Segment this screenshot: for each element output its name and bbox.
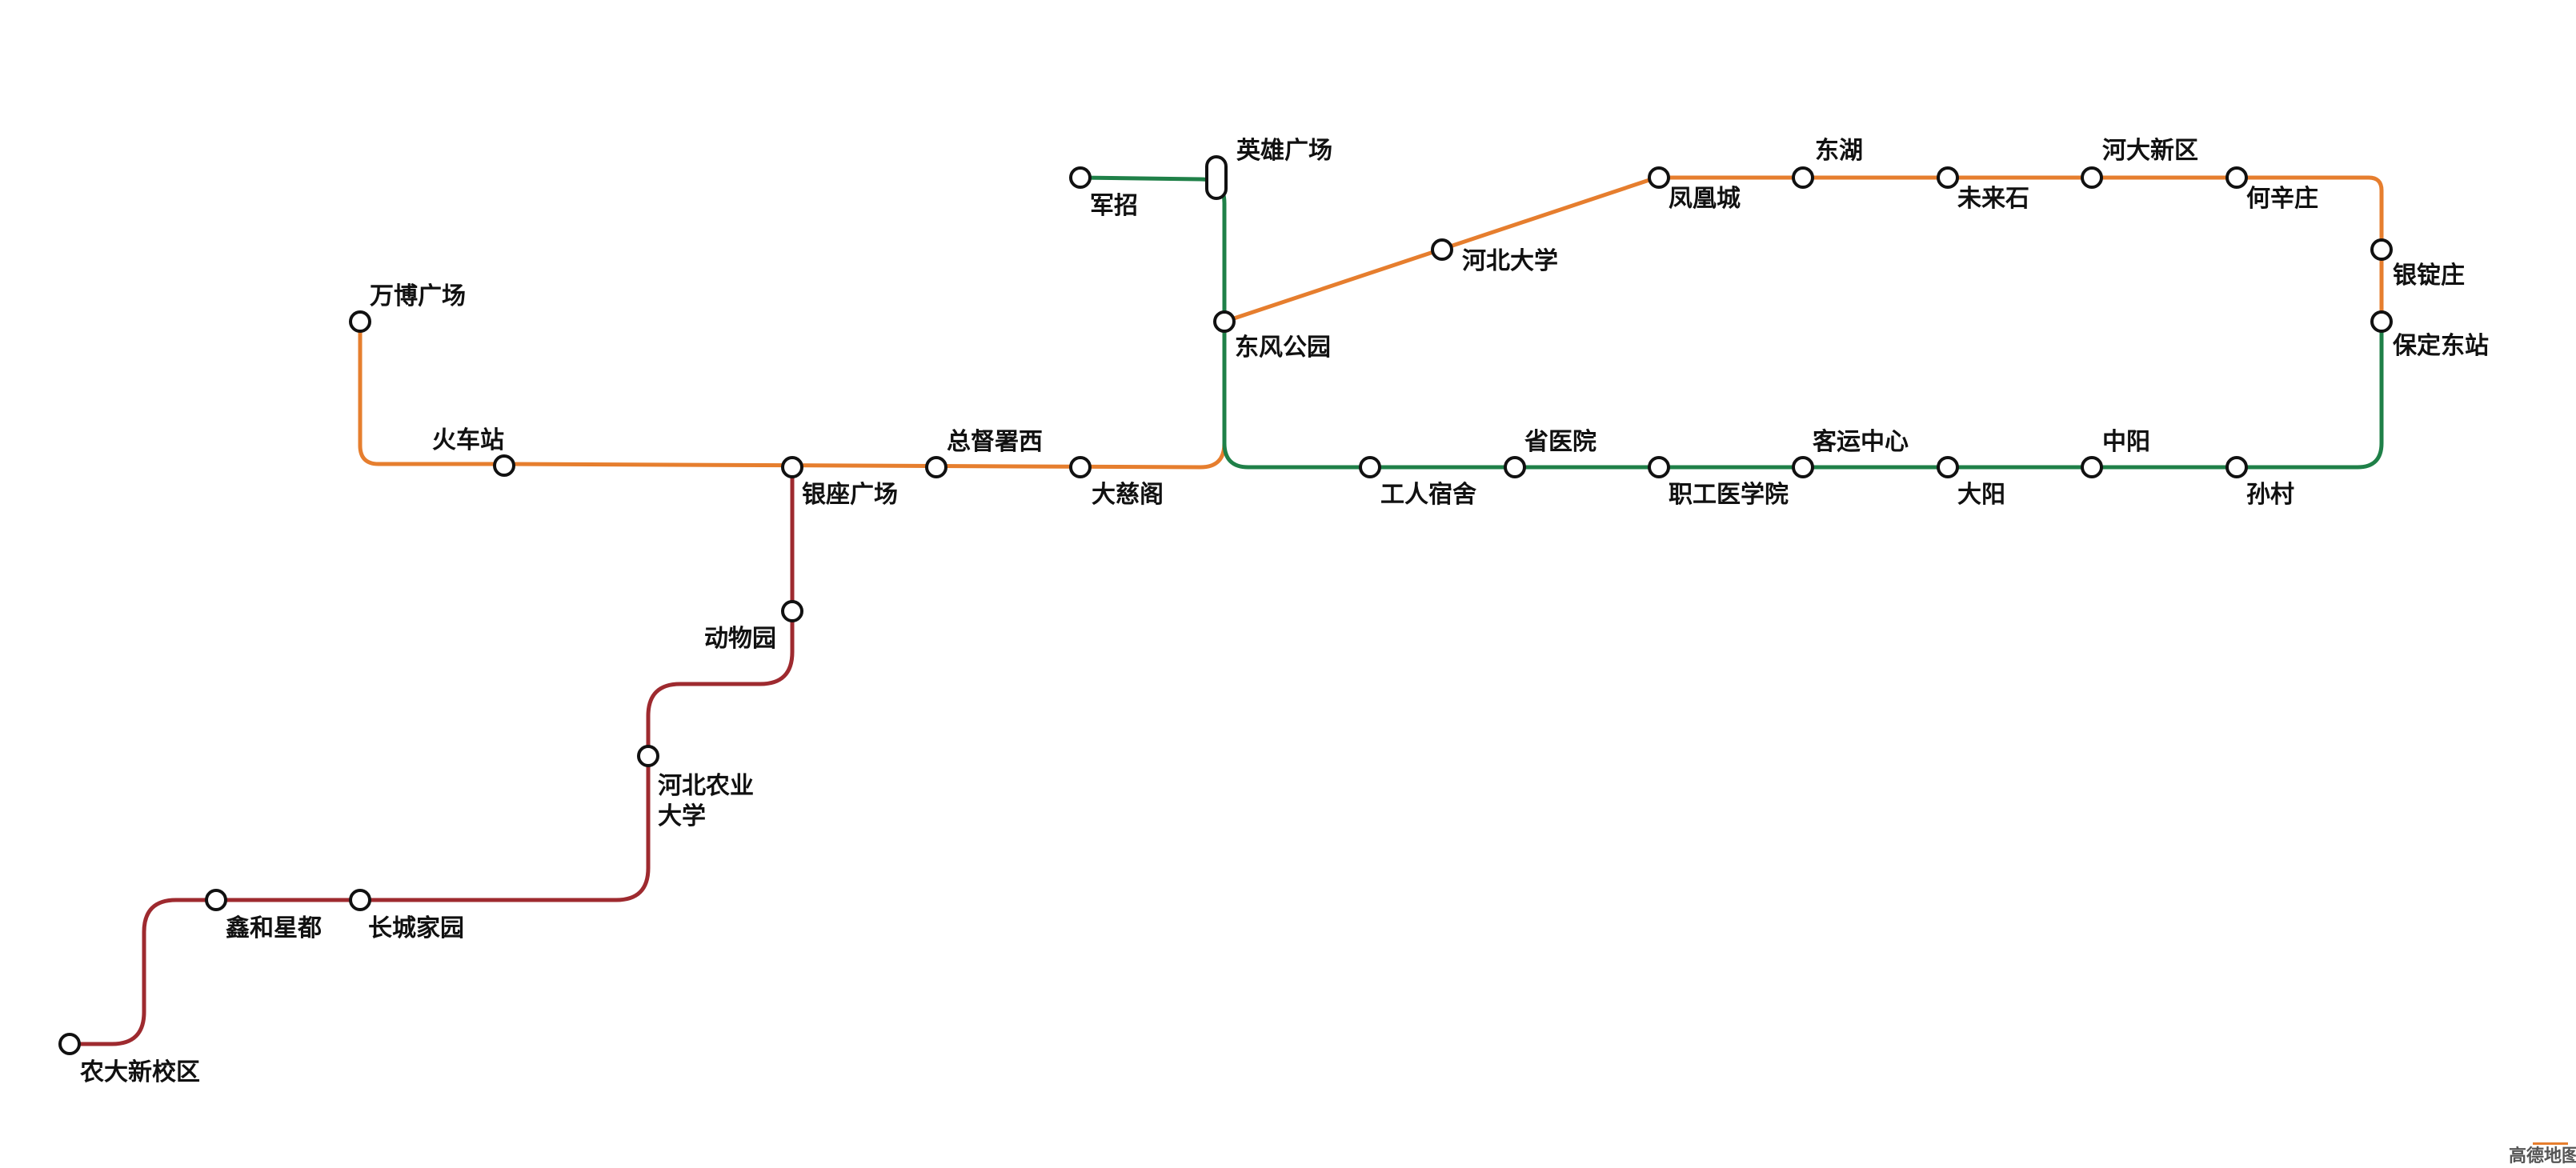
label-hebeinongye-2: 大学 xyxy=(658,802,706,830)
label-keyun: 客运中心 xyxy=(1813,428,1909,456)
station-shengyiyuan[interactable] xyxy=(1504,456,1526,478)
label-yindingzhuang: 银锭庄 xyxy=(2393,262,2465,290)
station-keyun[interactable] xyxy=(1792,456,1814,478)
label-huochezhan: 火车站 xyxy=(432,426,504,454)
stations xyxy=(58,155,2393,1055)
label-baodingdong: 保定东站 xyxy=(2393,332,2489,360)
station-yinzuo[interactable] xyxy=(781,456,803,478)
label-dayang: 大阳 xyxy=(1957,481,2005,509)
station-hebeinongye[interactable] xyxy=(637,745,659,767)
label-hebeidaxue: 河北大学 xyxy=(1462,247,1558,275)
station-baodingdong[interactable] xyxy=(2370,310,2393,333)
station-hebeidaxue[interactable] xyxy=(1431,238,1453,261)
label-dongwuyuan: 动物园 xyxy=(704,625,776,653)
station-huochezhan[interactable] xyxy=(493,454,515,477)
label-dongfeng: 东风公园 xyxy=(1235,334,1331,362)
station-wanbo[interactable] xyxy=(349,310,371,333)
station-dongfeng[interactable] xyxy=(1213,310,1236,333)
label-daci: 大慈阁 xyxy=(1092,481,1164,509)
orange-line xyxy=(358,175,2384,470)
station-hedaxinqu[interactable] xyxy=(2081,166,2103,189)
label-shengyiyuan: 省医院 xyxy=(1524,428,1596,456)
label-junzhao: 军招 xyxy=(1090,192,1138,220)
station-hexinzhuang[interactable] xyxy=(2225,166,2248,189)
watermark-underline xyxy=(2533,1142,2568,1145)
red-line xyxy=(70,467,795,1046)
label-weilai: 未来石 xyxy=(1957,185,2029,213)
label-yingxiong: 英雄广场 xyxy=(1236,137,1332,165)
label-gongren: 工人宿舍 xyxy=(1380,481,1476,509)
label-changcheng: 长城家园 xyxy=(368,914,464,942)
label-yinzuo: 银座广场 xyxy=(802,481,898,509)
label-xinhe: 鑫和星都 xyxy=(226,914,322,942)
station-dongwuyuan[interactable] xyxy=(781,600,803,622)
station-changcheng[interactable] xyxy=(349,889,371,911)
station-suncun[interactable] xyxy=(2225,456,2248,478)
watermark-logo: 高德地图 xyxy=(2509,1142,2576,1166)
station-fenghuang[interactable] xyxy=(1648,166,1670,189)
station-yingxiong[interactable] xyxy=(1205,155,1228,200)
station-labels: 万博广场 火车站 银座广场 总督署西 大慈阁 东风公园 河北大学 凤凰城 东湖 … xyxy=(79,137,2489,1086)
station-zhongyang[interactable] xyxy=(2081,456,2103,478)
label-zongdu: 总督署西 xyxy=(947,428,1043,456)
green-line xyxy=(1080,175,2384,470)
label-suncun: 孙村 xyxy=(2246,481,2294,509)
label-fenghuang: 凤凰城 xyxy=(1669,185,1741,213)
station-daci[interactable] xyxy=(1069,456,1092,478)
label-nongda: 农大新校区 xyxy=(79,1058,200,1086)
station-xinhe[interactable] xyxy=(205,889,227,911)
watermark-text: 高德地图 xyxy=(2509,1146,2576,1166)
station-donghu[interactable] xyxy=(1792,166,1814,189)
station-zhigong[interactable] xyxy=(1648,456,1670,478)
station-weilai[interactable] xyxy=(1937,166,1959,189)
station-dayang[interactable] xyxy=(1937,456,1959,478)
label-wanbo: 万博广场 xyxy=(370,282,466,310)
label-zhigong: 职工医学院 xyxy=(1669,481,1789,509)
station-zongdu[interactable] xyxy=(925,456,947,478)
station-gongren[interactable] xyxy=(1359,456,1381,478)
label-hebeinongye-1: 河北农业 xyxy=(658,772,754,800)
label-donghu: 东湖 xyxy=(1815,137,1863,165)
label-zhongyang: 中阳 xyxy=(2102,428,2150,456)
station-junzhao[interactable] xyxy=(1069,166,1092,189)
station-nongda[interactable] xyxy=(58,1033,81,1055)
label-hedaxinqu: 河大新区 xyxy=(2102,137,2198,165)
station-yindingzhuang[interactable] xyxy=(2370,238,2393,261)
label-hexinzhuang: 何辛庄 xyxy=(2246,185,2318,213)
